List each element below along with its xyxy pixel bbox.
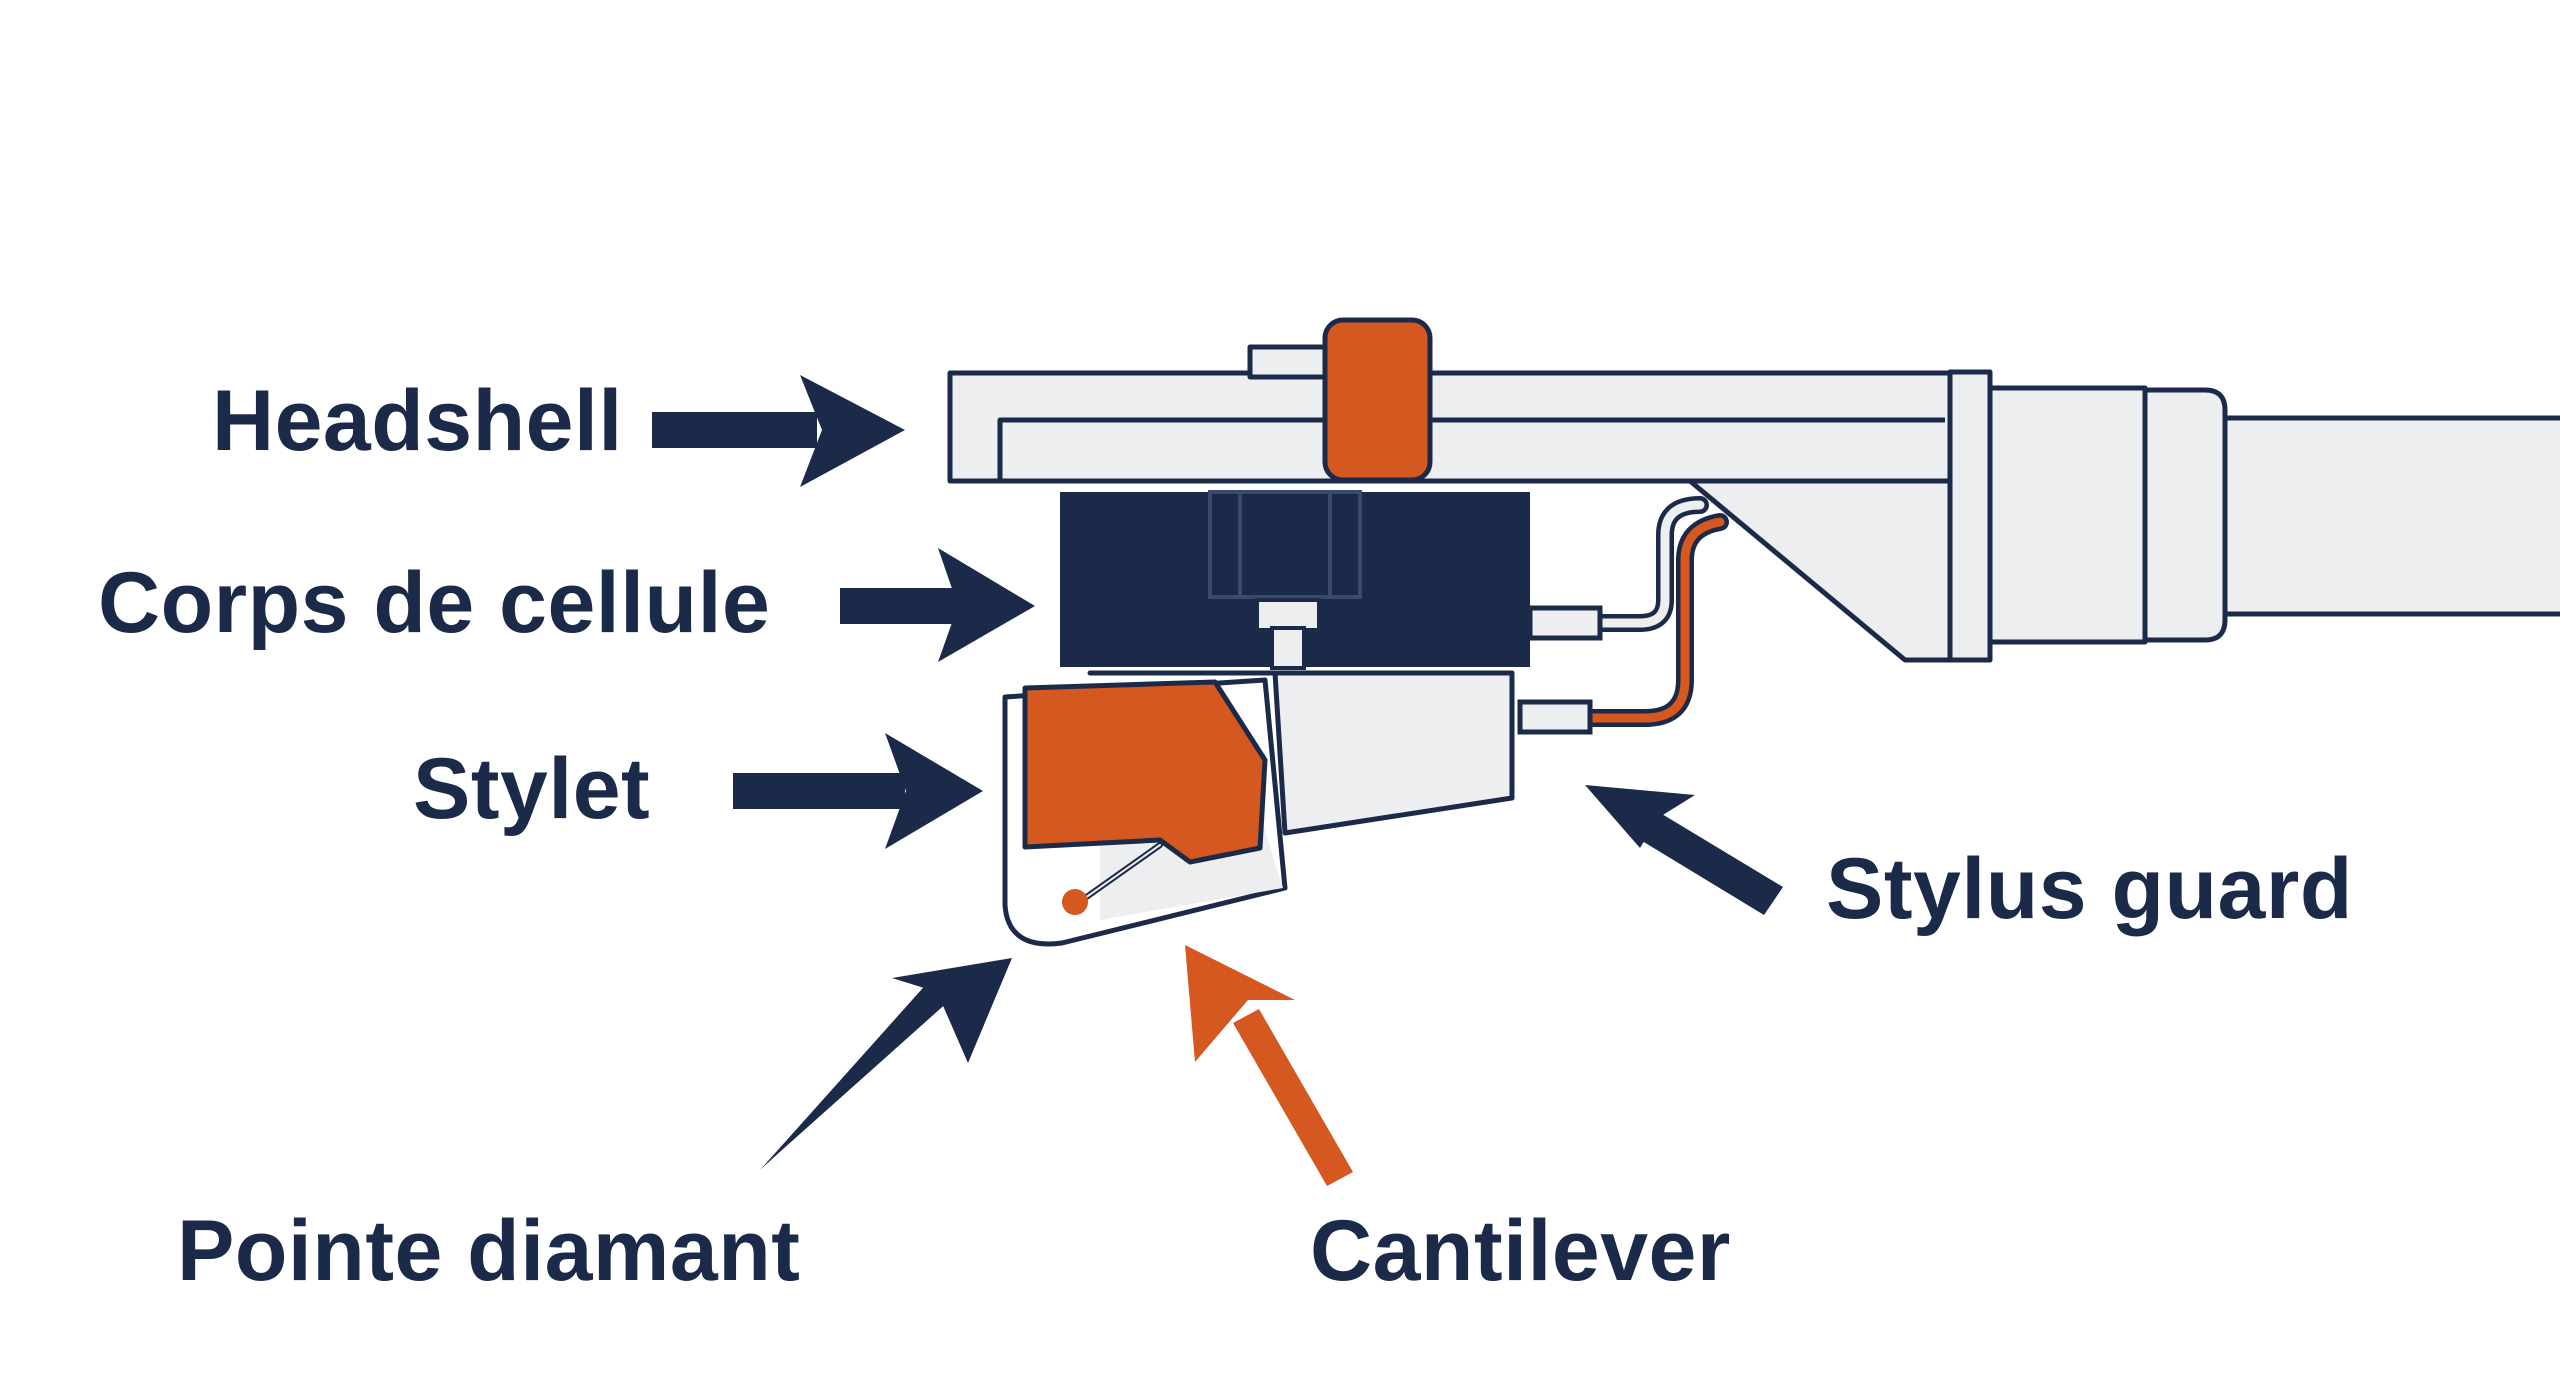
label-cantilever: Cantilever bbox=[1310, 1203, 1731, 1299]
arrow-cantilever bbox=[1185, 945, 1353, 1186]
headshell-plate bbox=[947, 344, 1953, 663]
stylus-orange-block bbox=[1022, 679, 1268, 865]
stylus-assembly bbox=[1002, 677, 1288, 947]
headshell-top-plate bbox=[947, 370, 1953, 484]
arrow-stylus-guard bbox=[1585, 785, 1783, 915]
cartridge-screw-shaft bbox=[1270, 626, 1306, 670]
label-diamond-tip: Pointe diamant bbox=[177, 1203, 801, 1299]
label-headshell: Headshell bbox=[212, 373, 623, 469]
cartridge-screw-head bbox=[1255, 598, 1321, 632]
stylus-guard-housing bbox=[1087, 670, 1515, 836]
arrow-diamond-tip bbox=[760, 958, 1012, 1170]
tonearm-wires bbox=[1581, 496, 1729, 727]
cartridge-body-block bbox=[1060, 490, 1603, 735]
diamond-tip-point bbox=[1062, 889, 1088, 915]
label-stylus: Stylet bbox=[413, 741, 651, 837]
cartridge-pin-top bbox=[1527, 605, 1603, 641]
tonearm-joint bbox=[1947, 369, 1993, 663]
label-stylus-guard: Stylus guard bbox=[1826, 841, 2353, 937]
arrow-headshell bbox=[652, 375, 905, 487]
headshell-finger-lift bbox=[1687, 478, 1953, 663]
tonearm-collar bbox=[2137, 387, 2228, 643]
headshell-inner-line bbox=[997, 417, 1945, 481]
cartridge-pin-bottom bbox=[1517, 699, 1593, 735]
tonearm-coupling bbox=[1982, 385, 2148, 645]
tonearm-tube bbox=[1947, 369, 2560, 663]
arrow-cartridge-body bbox=[840, 548, 1035, 662]
cantilever-arm-highlight bbox=[1077, 844, 1161, 904]
arrow-stylus bbox=[733, 733, 983, 849]
tonearm-shaft bbox=[2212, 415, 2560, 617]
mounting-screw bbox=[1322, 317, 1433, 483]
label-cartridge-body: Corps de cellule bbox=[98, 555, 771, 651]
